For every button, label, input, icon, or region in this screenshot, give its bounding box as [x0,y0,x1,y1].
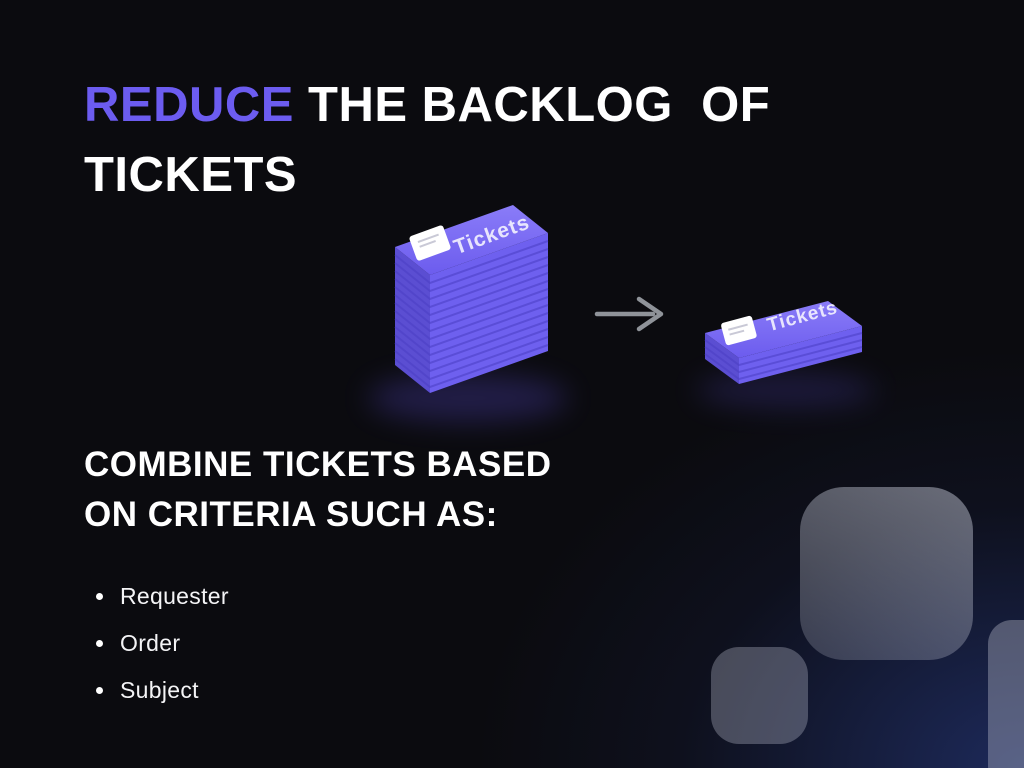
bullet-dot [96,593,103,600]
big-stack-label: Tickets [451,211,533,260]
bullet-label: Order [120,630,181,656]
title-accent-word: REDUCE [84,78,294,132]
subtitle-line2: ON CRITERIA SUCH AS: [84,495,498,534]
small-stack-label: Tickets [765,297,840,336]
stack-top-face [395,205,548,275]
stack-left-face [395,247,430,393]
bullet-dot [96,640,103,647]
bullet-label: Subject [120,677,199,703]
stack-right-face [739,326,862,384]
list-item: Requester [96,583,229,610]
subtitle-line1: COMBINE TICKETS BASED [84,445,552,484]
bullet-dot [96,687,103,694]
big-ticket-stack: Tickets [394,205,549,393]
stack-top-face [705,301,862,358]
stack-right-face [430,233,548,393]
title-rest: THE BACKLOG OF TICKETS [84,78,771,202]
arrow-icon [594,296,664,332]
stack-left-face [705,333,739,384]
decorative-rounded-square-small [711,647,808,744]
stack-layer-lines [704,332,863,381]
receipt-icon [409,225,451,261]
stack-layer-lines [394,240,549,389]
small-stack-glow [696,372,876,408]
decorative-rounded-edge-shape [988,620,1024,768]
list-item: Subject [96,677,229,704]
decorative-rounded-square-large [800,487,973,660]
bullet-label: Requester [120,583,229,609]
receipt-icon [721,315,757,346]
criteria-list: Requester Order Subject [96,583,229,724]
list-item: Order [96,630,229,657]
page-title: REDUCE THE BACKLOG OF TICKETS [84,70,864,210]
big-stack-glow [368,374,568,422]
small-ticket-stack: Tickets [704,297,863,384]
section-heading: COMBINE TICKETS BASED ON CRITERIA SUCH A… [84,440,551,540]
